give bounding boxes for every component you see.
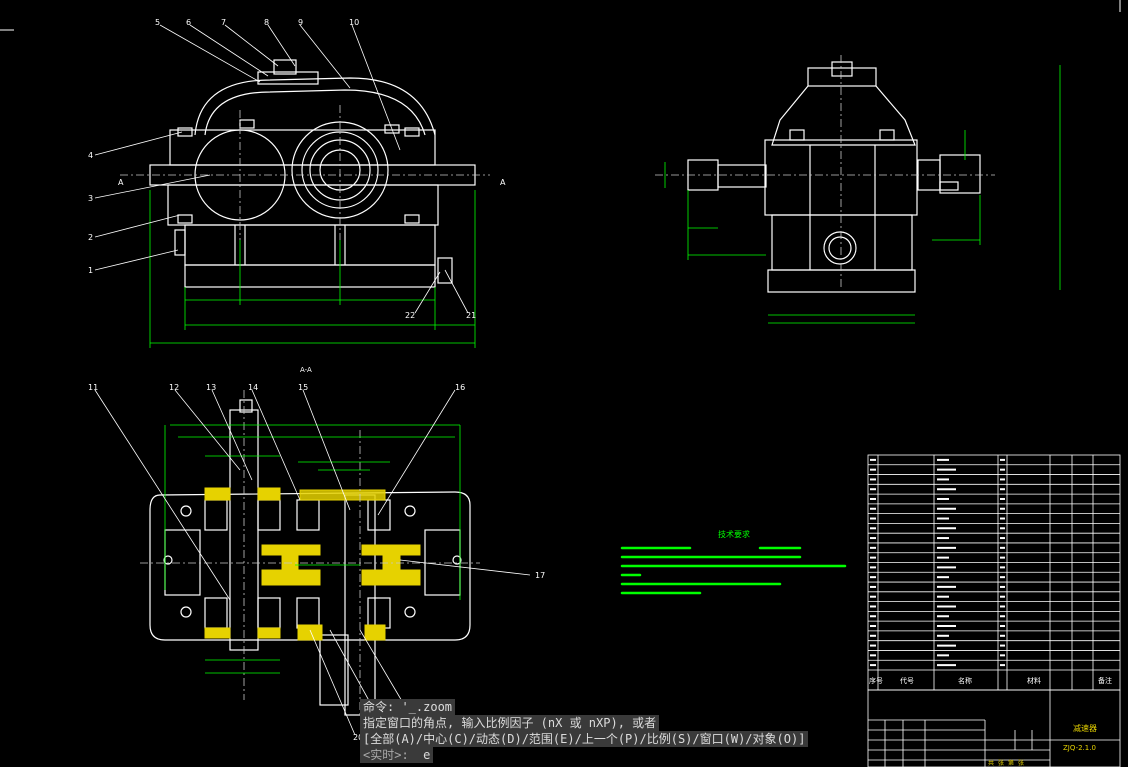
cursor-crosshair bbox=[0, 0, 1121, 31]
front-view-dimensions bbox=[149, 190, 476, 348]
balloon-4: 4 bbox=[88, 151, 93, 160]
section-hatch bbox=[204, 487, 421, 641]
title-drawing-name: 减速器 bbox=[1073, 723, 1097, 733]
col-remark: 备注 bbox=[1098, 676, 1112, 685]
command-input-value: e bbox=[423, 748, 431, 762]
balloon-2: 2 bbox=[88, 233, 93, 242]
side-view bbox=[687, 61, 981, 293]
section-view-dimensions bbox=[164, 424, 461, 674]
balloon-9: 9 bbox=[298, 18, 303, 27]
parts-table bbox=[867, 454, 1121, 691]
front-view-centerlines bbox=[120, 105, 490, 240]
command-line-panel: 命令: '_.zoom 指定窗口的角点, 输入比例因子 (nX 或 nXP), … bbox=[360, 699, 815, 763]
balloon-11: 11 bbox=[88, 383, 98, 392]
tech-requirements: 技术要求 bbox=[620, 529, 847, 595]
title-block-text: 减速器 ZJQ-2.1.0 bbox=[1063, 723, 1097, 752]
parts-table-fill bbox=[870, 458, 1005, 667]
svg-text:第: 第 bbox=[1008, 759, 1014, 767]
col-seq: 序号 bbox=[869, 676, 883, 685]
front-view-leaders bbox=[94, 24, 469, 314]
col-material: 材料 bbox=[1027, 676, 1041, 685]
svg-text:张: 张 bbox=[998, 759, 1004, 767]
front-view bbox=[149, 59, 476, 288]
side-view-dimensions bbox=[664, 65, 1061, 324]
title-sheet-labels: 共 张 第 张 bbox=[988, 759, 1024, 767]
section-label: A-A bbox=[300, 366, 312, 374]
parts-table-rows bbox=[868, 464, 1120, 661]
balloon-5: 5 bbox=[155, 18, 160, 27]
balloon-13: 13 bbox=[206, 383, 216, 392]
command-history-2: 指定窗口的角点, 输入比例因子 (nX 或 nXP), 或者 bbox=[360, 715, 660, 731]
balloon-12: 12 bbox=[169, 383, 179, 392]
balloon-3: 3 bbox=[88, 194, 93, 203]
side-view-centerlines bbox=[655, 55, 995, 290]
balloon-10: 10 bbox=[349, 18, 359, 27]
command-history-3: [全部(A)/中心(C)/动态(D)/范围(E)/上一个(P)/比例(S)/窗口… bbox=[360, 731, 809, 747]
svg-text:共: 共 bbox=[988, 759, 994, 767]
command-history-1: 命令: '_.zoom bbox=[360, 699, 456, 715]
balloon-17: 17 bbox=[535, 571, 545, 580]
front-view-balloon-labels: 5 6 7 8 9 10 4 3 2 1 22 21 A A bbox=[88, 18, 506, 320]
tech-requirements-title: 技术要求 bbox=[718, 529, 750, 539]
balloon-7: 7 bbox=[221, 18, 226, 27]
balloon-6: 6 bbox=[186, 18, 191, 27]
balloon-22: 22 bbox=[405, 311, 415, 320]
balloon-21: 21 bbox=[466, 311, 476, 320]
col-code: 代号 bbox=[900, 676, 914, 685]
command-prompt: <实时>: bbox=[363, 748, 409, 762]
balloon-15: 15 bbox=[298, 383, 308, 392]
section-mark-left: A bbox=[118, 178, 124, 187]
balloon-8: 8 bbox=[264, 18, 269, 27]
section-view-leaders bbox=[94, 389, 531, 736]
balloon-14: 14 bbox=[248, 383, 258, 392]
parts-table-header: 序号 代号 名称 材料 备注 bbox=[869, 676, 1112, 685]
balloon-20: 20 bbox=[353, 733, 363, 742]
balloon-16: 16 bbox=[455, 383, 465, 392]
command-input[interactable]: <实时>: e bbox=[360, 747, 434, 763]
section-view bbox=[149, 399, 471, 716]
title-drawing-no: ZJQ-2.1.0 bbox=[1063, 744, 1096, 752]
svg-text:张: 张 bbox=[1018, 759, 1024, 767]
balloon-1: 1 bbox=[88, 266, 93, 275]
col-name: 名称 bbox=[958, 676, 972, 685]
title-block bbox=[867, 689, 1121, 767]
section-mark-right: A bbox=[500, 178, 506, 187]
